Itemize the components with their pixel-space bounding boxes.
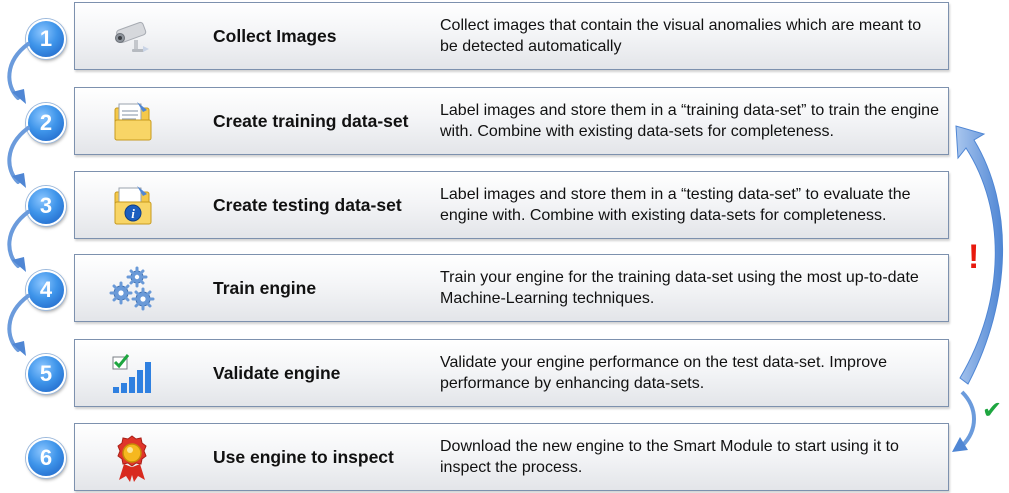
step-number-badge: 4	[26, 270, 66, 310]
step-title: Create training data-set	[213, 111, 409, 131]
step-description: Label images and store them in a “traini…	[440, 101, 939, 141]
step-title: Collect Images	[213, 26, 337, 46]
step-description: Collect images that contain the visual a…	[440, 16, 922, 56]
step-description: Label images and store them in a “testin…	[440, 185, 911, 225]
step-description: Validate your engine performance on the …	[440, 353, 888, 393]
step-6-box: Use engine to inspect Download the new e…	[74, 423, 949, 491]
step-1-box: Collect Images Collect images that conta…	[74, 2, 949, 70]
step-title: Create testing data-set	[213, 195, 402, 215]
deploy-arrow	[960, 390, 976, 448]
folder-info-icon: i	[107, 182, 157, 230]
retrain-loop-arrow	[955, 125, 1004, 385]
bar-chart-check-icon	[107, 350, 157, 398]
step-number-badge: 1	[26, 19, 66, 59]
step-arrows	[7, 42, 30, 352]
step-5-box: Validate engine Validate your engine per…	[74, 339, 949, 407]
pass-check-icon: ✔	[982, 396, 1003, 424]
step-number-badge: 2	[26, 103, 66, 143]
step-3-box: i Create testing data-set Label images a…	[74, 171, 949, 239]
step-4-box: Train engine Train your engine for the t…	[74, 254, 949, 322]
gears-icon	[107, 265, 157, 313]
folder-documents-icon	[107, 98, 157, 146]
step-title: Use engine to inspect	[213, 447, 394, 467]
step-title: Validate engine	[213, 363, 341, 383]
step-description: Train your engine for the training data-…	[440, 268, 919, 308]
step-2-box: Create training data-set Label images an…	[74, 87, 949, 155]
camera-icon	[107, 13, 157, 61]
svg-text:i: i	[131, 206, 135, 221]
step-number-badge: 6	[26, 438, 66, 478]
award-ribbon-icon	[107, 434, 157, 482]
step-number-badge: 3	[26, 186, 66, 226]
step-title: Train engine	[213, 278, 317, 298]
fail-exclamation-icon: !	[968, 238, 980, 276]
step-description: Download the new engine to the Smart Mod…	[440, 437, 899, 477]
step-number-badge: 5	[26, 354, 66, 394]
